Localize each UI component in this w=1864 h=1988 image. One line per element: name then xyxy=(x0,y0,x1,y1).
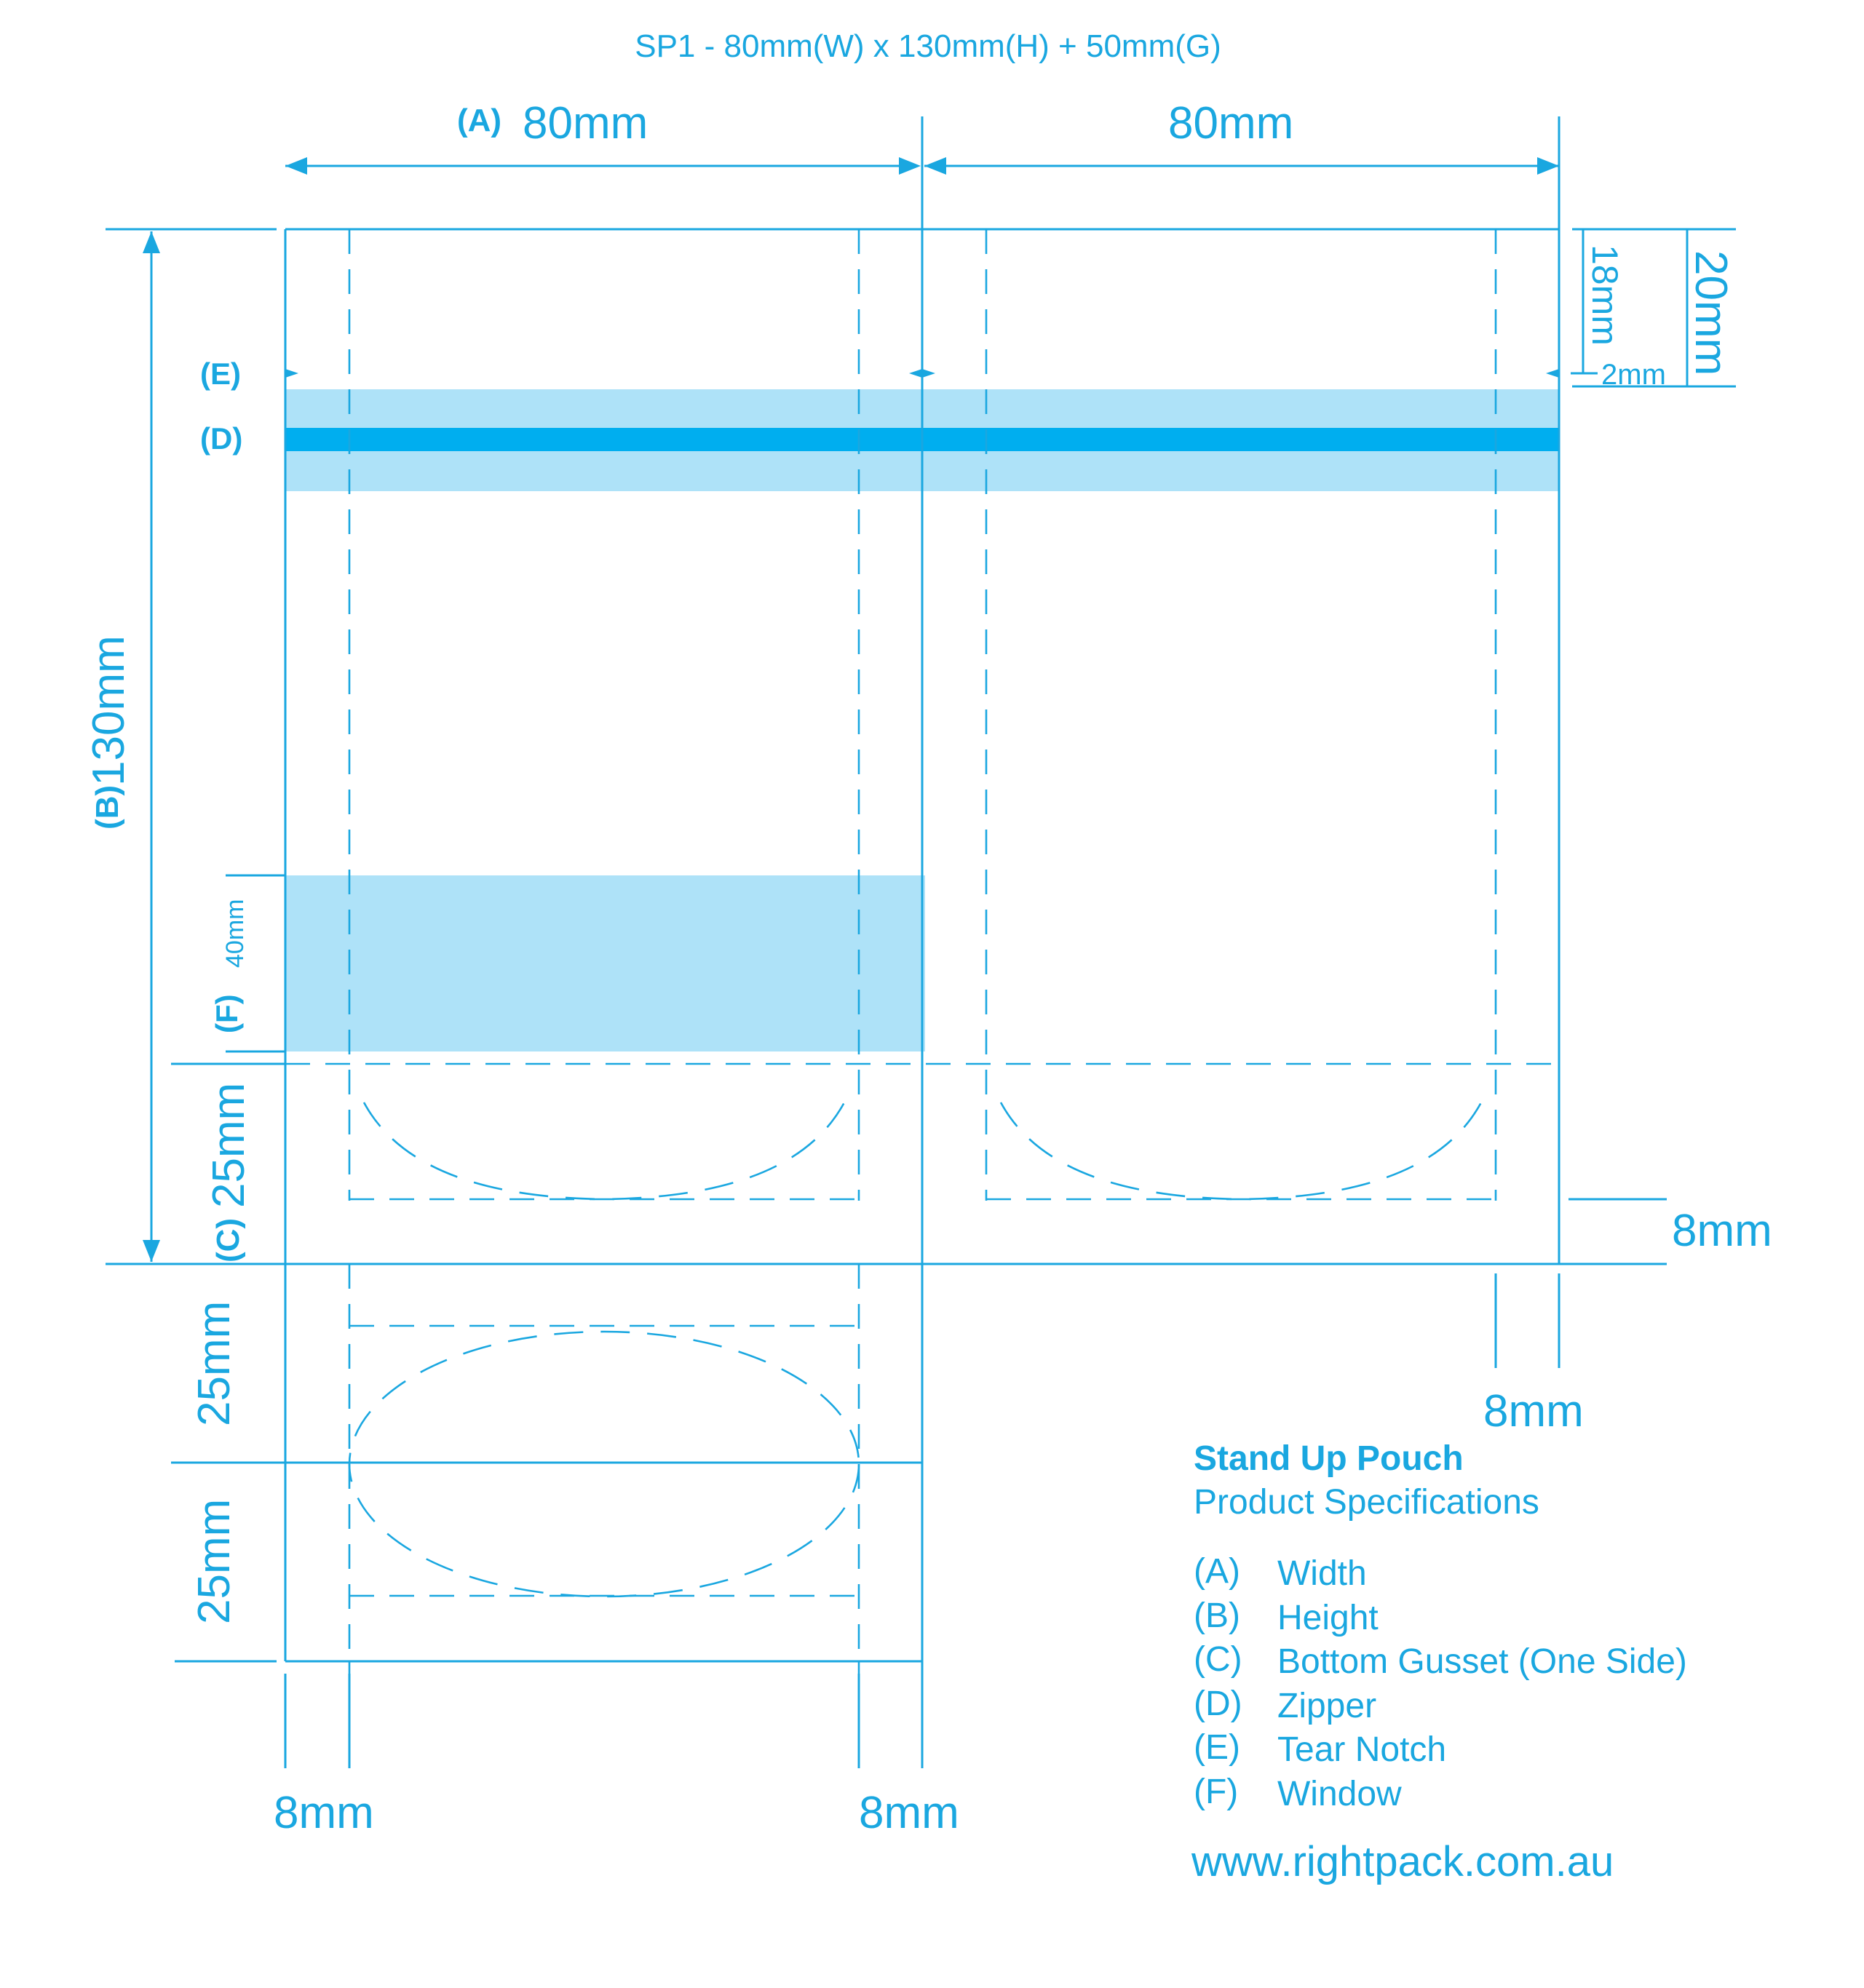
legend-code-a: (A) xyxy=(1194,1552,1240,1591)
seal-below-right-label: 8mm xyxy=(1483,1386,1584,1436)
legend-code-d: (D) xyxy=(1194,1685,1242,1723)
legend-title: Stand Up Pouch xyxy=(1194,1439,1464,1478)
legend-label-f: Window xyxy=(1277,1775,1402,1813)
gusset-label: 25mm xyxy=(204,1083,254,1208)
height-marker: (B) xyxy=(90,785,125,830)
width-label-front: 80mm xyxy=(523,98,648,148)
diagram-title: SP1 - 80mm(W) x 130mm(H) + 50mm(G) xyxy=(635,28,1221,64)
legend-code-e: (E) xyxy=(1194,1728,1240,1767)
seal-bottom-right-label: 8mm xyxy=(859,1788,959,1838)
legend: Stand Up Pouch Product Specifications (A… xyxy=(1194,1439,1687,1813)
seal-guides xyxy=(285,229,1559,1674)
tear-notch-marker: (E) xyxy=(200,357,241,391)
window-marker: (F) xyxy=(210,994,244,1033)
height-dimension xyxy=(143,231,160,1262)
gusset-front-label: 25mm xyxy=(189,1301,239,1426)
zipper-marker: (D) xyxy=(200,421,242,456)
legend-label-a: Width xyxy=(1277,1554,1367,1593)
legend-label-d: Zipper xyxy=(1277,1687,1376,1725)
legend-code-b: (B) xyxy=(1194,1597,1240,1635)
tear-to-top-label: 18mm xyxy=(1585,244,1625,346)
legend-subtitle: Product Specifications xyxy=(1194,1483,1539,1522)
website-link[interactable]: www.rightpack.com.au xyxy=(1191,1838,1614,1885)
gusset-back-label: 25mm xyxy=(189,1499,239,1624)
width-label-back: 80mm xyxy=(1168,98,1293,148)
seal-bottom-left-label: 8mm xyxy=(274,1788,374,1838)
tear-notch-marks xyxy=(285,369,1559,378)
zipper-gap-label: 2mm xyxy=(1601,359,1666,391)
height-label: 130mm xyxy=(84,635,134,786)
window-area xyxy=(285,875,925,1051)
legend-code-c: (C) xyxy=(1194,1640,1242,1679)
legend-label-b: Height xyxy=(1277,1599,1379,1637)
width-dimension xyxy=(285,157,1559,175)
zipper-to-top-label: 20mm xyxy=(1686,250,1736,375)
pouch-outline xyxy=(106,116,1736,1768)
legend-code-f: (F) xyxy=(1194,1773,1238,1811)
window-label: 40mm xyxy=(221,899,249,968)
gusset-curves xyxy=(348,1102,1483,1598)
legend-label-c: Bottom Gusset (One Side) xyxy=(1277,1642,1687,1681)
legend-label-e: Tear Notch xyxy=(1277,1730,1446,1769)
width-marker: (A) xyxy=(457,103,501,138)
gusset-marker: (C) xyxy=(210,1218,246,1263)
side-seal-right-label: 8mm xyxy=(1672,1206,1772,1256)
